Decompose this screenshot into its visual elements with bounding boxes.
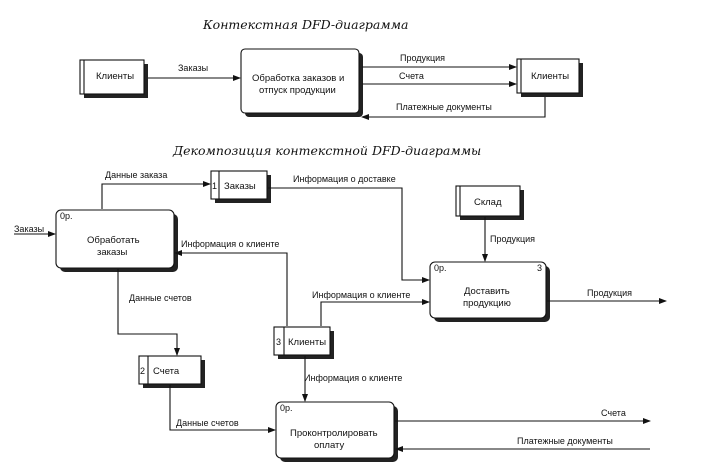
decomposition-title: Декомпозиция контекстной DFD-диаграммы [172,143,481,158]
process-deliver-line1: Доставить [464,286,510,297]
store-clients-number: 3 [276,337,281,347]
flow-order-data-label: Данные заказа [105,170,167,180]
flow-payments-in-label: Платежные документы [517,436,613,446]
store-orders-label: Заказы [224,181,256,192]
flow-client-info-3-label: Информация о клиенте [304,373,402,383]
flow-products-out-label: Продукция [587,288,632,298]
flow-order-data-arrow [101,181,211,209]
context-entity-clients-right: Клиенты [516,58,583,97]
context-flow-invoices-label: Счета [399,71,424,81]
entity-warehouse-label: Склад [474,197,502,208]
context-process-line2: отпуск продукции [259,85,336,96]
process-orders-corner: 0р. [60,211,73,221]
context-flow-products-label: Продукция [400,53,445,63]
process-deliver-products: 0р. 3 Доставить продукцию [429,261,550,322]
flow-invoice-data-1-label: Данные счетов [129,293,192,303]
flow-products-in-label: Продукция [490,234,535,244]
store-clients-label: Клиенты [288,337,326,348]
process-deliver-corner: 0р. [434,263,447,273]
store-orders: 1 Заказы [210,170,271,203]
flow-client-info-1-label: Информация о клиенте [181,239,279,249]
store-clients: 3 Клиенты [273,326,334,359]
context-entity-clients-right-label: Клиенты [531,71,569,82]
flow-invoice-data-1-arrow [117,269,180,356]
context-entity-clients-left-label: Клиенты [96,71,134,82]
store-invoices-label: Счета [153,366,180,377]
flow-invoices-out-label: Счета [601,408,626,418]
process-deliver-number: 3 [537,263,542,273]
flow-invoice-data-2-arrow [169,385,276,433]
flow-client-info-2-label: Информация о клиенте [312,290,410,300]
context-process: Обработка заказов и отпуск продукции [240,48,363,117]
process-control-corner: 0р. [280,403,293,413]
context-flow-payments-label: Платежные документы [396,102,492,112]
process-control-line2: оплату [314,440,345,451]
context-process-line1: Обработка заказов и [252,73,344,84]
context-entity-clients-left: Клиенты [79,59,148,98]
process-orders-line1: Обработать [87,235,140,246]
flow-delivery-info-arrow [268,187,430,283]
flow-client-info-2-arrow [320,299,430,326]
flow-delivery-info-label: Информация о доставке [293,174,396,184]
context-title: Контекстная DFD-диаграмма [202,17,409,32]
flow-invoice-data-2-label: Данные счетов [176,418,239,428]
process-orders-line2: заказы [97,247,128,258]
flow-client-info-1-arrow [174,250,288,326]
store-invoices-number: 2 [140,366,145,376]
store-invoices: 2 Счета [138,355,205,388]
context-flow-payments-arrow [361,97,546,120]
process-control-line1: Проконтролировать [290,428,378,439]
process-deliver-line2: продукцию [463,298,511,309]
process-control-payment: 0р. Проконтролировать оплату [275,401,398,462]
process-process-orders: 0р. Обработать заказы [55,209,178,272]
flow-orders-in-label: Заказы [14,224,44,234]
entity-warehouse: Склад [455,185,524,220]
context-flow-orders-label: Заказы [178,63,208,73]
store-orders-number: 1 [212,181,217,191]
